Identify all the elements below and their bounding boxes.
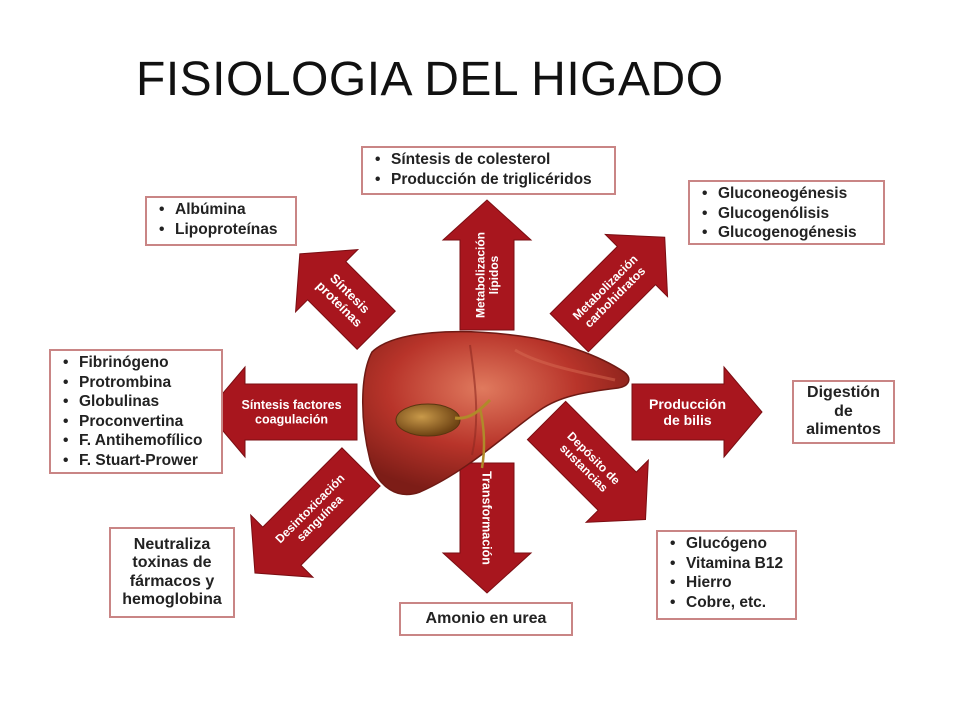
coag-item: F. Stuart-Prower	[63, 451, 215, 471]
carbs-item: Glucogenólisis	[702, 204, 877, 224]
coag-item: Proconvertina	[63, 412, 215, 432]
storage-items-box: GlucógenoVitamina B12HierroCobre, etc.	[656, 530, 797, 620]
bile-arrow-shape	[631, 365, 763, 459]
transform-arrow-shape	[441, 462, 533, 594]
protein-arrow-shape	[294, 248, 396, 350]
coag-item: Fibrinógeno	[63, 353, 215, 373]
transform-arrow: Transformación	[441, 462, 533, 594]
coag-item: F. Antihemofílico	[63, 431, 215, 451]
storage-arrow-shape	[526, 400, 649, 523]
bile-result-line: Digestión	[807, 384, 880, 402]
coag-arrow-label: coagulación	[255, 413, 328, 427]
bile-arrow-label: de bilis	[663, 412, 711, 428]
transform-arrow-label: Transformación	[480, 471, 494, 565]
detox-result-line: hemoglobina	[122, 591, 222, 608]
storage-item: Cobre, etc.	[670, 593, 789, 613]
carbs-item: Glucogenogénesis	[702, 223, 877, 243]
coag-item: Protrombina	[63, 373, 215, 393]
protein-items-box: AlbúminaLipoproteínas	[145, 196, 297, 246]
detox-arrow-shape	[250, 447, 381, 578]
liver-organ-icon	[361, 330, 630, 496]
lipid-item: Producción de triglicéridos	[375, 170, 608, 190]
bile-arrow-label: Producción	[649, 396, 726, 412]
page-title: FISIOLOGIA DEL HIGADO	[136, 53, 724, 106]
storage-item: Hierro	[670, 573, 789, 593]
bile-result-line: de	[834, 402, 853, 420]
lipid-arrow-label: Metabolización	[473, 232, 487, 318]
coag-arrow-label: Síntesis factores	[241, 398, 341, 412]
bile-result-line: alimentos	[806, 421, 881, 439]
coag-item: Globulinas	[63, 392, 215, 412]
protein-item: Lipoproteínas	[159, 220, 289, 240]
lipid-item: Síntesis de colesterol	[375, 150, 608, 170]
storage-item: Glucógeno	[670, 534, 789, 554]
lipid-items-box: Síntesis de colesterolProducción de trig…	[361, 146, 616, 195]
carbs-arrow-shape	[549, 233, 669, 353]
detox-result-line: toxinas de	[132, 554, 212, 571]
lipid-arrow-shape	[441, 199, 533, 331]
carbs-items-box: GluconeogénesisGlucogenólisisGlucogenogé…	[688, 180, 885, 245]
coag-arrow-shape	[206, 365, 358, 459]
storage-item: Vitamina B12	[670, 554, 789, 574]
coag-items-box: FibrinógenoProtrombinaGlobulinasProconve…	[49, 349, 223, 474]
detox-result-line: fármacos y	[129, 572, 215, 590]
detox-result-line: Neutraliza	[133, 535, 211, 553]
protein-item: Albúmina	[159, 200, 289, 220]
transform-result-box: Amonio en urea	[399, 602, 573, 636]
lipid-arrow-label: lípidos	[487, 255, 501, 294]
carbs-item: Gluconeogénesis	[702, 184, 877, 204]
transform-result-line: Amonio en urea	[425, 609, 547, 627]
